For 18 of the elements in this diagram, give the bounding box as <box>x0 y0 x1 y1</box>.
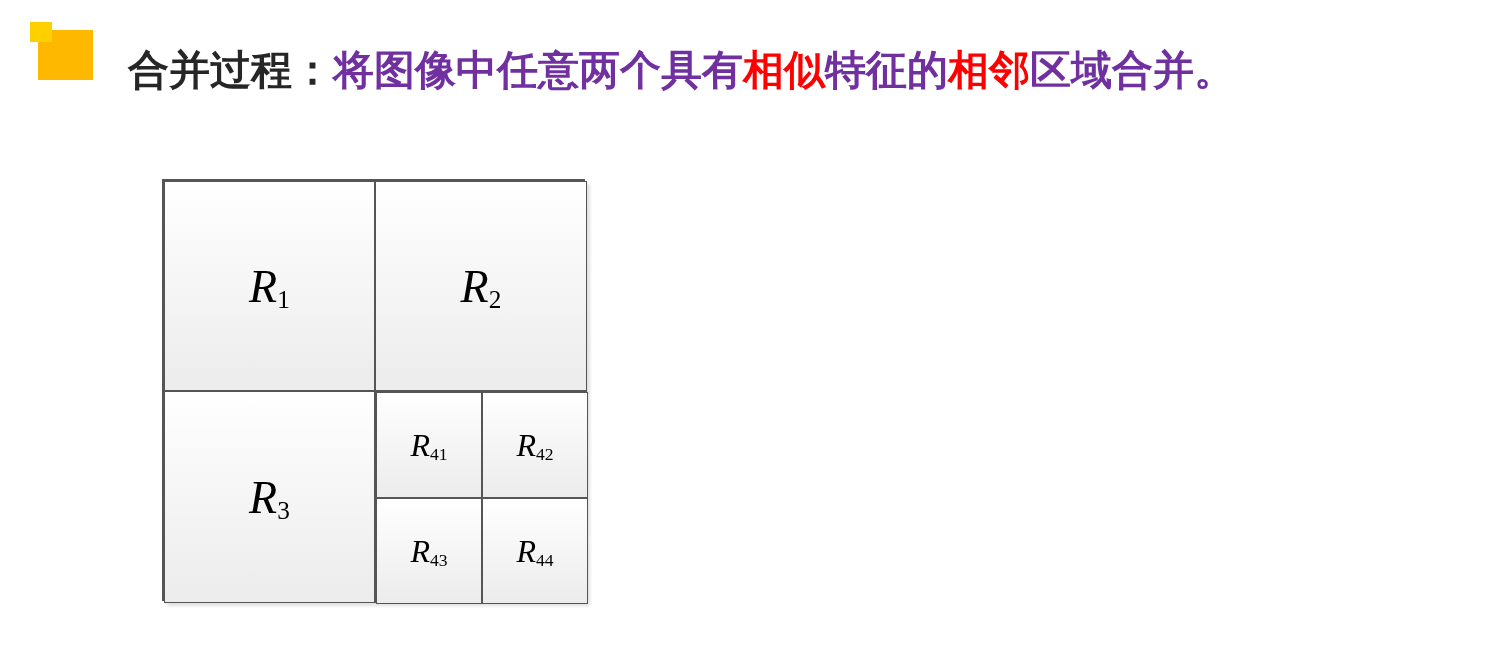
region-label: R$_{2}$ <box>460 259 502 315</box>
region-label: R$_{3}$ <box>249 470 290 526</box>
region-cell <box>376 392 482 498</box>
region-cell <box>164 391 375 603</box>
region-cell <box>482 392 588 498</box>
region-grid <box>375 391 587 603</box>
region-label: R$_{43}$ <box>410 532 448 573</box>
region-label: R$_{1}$ <box>249 259 290 315</box>
region-cell <box>164 181 375 391</box>
heading-prefix: 合并过程： <box>128 46 333 95</box>
region-label: R$_{44}$ <box>516 532 554 573</box>
region-label: R$_{42}$ <box>516 426 554 467</box>
region-grid <box>162 179 585 601</box>
region-cell <box>375 181 587 391</box>
region-label: R$_{41}$ <box>410 426 448 467</box>
region-cell <box>482 498 588 604</box>
slide-title: 将图像中任意两个具有相似特征的相邻区域合并。 <box>333 46 1235 95</box>
region-cell <box>376 498 482 604</box>
